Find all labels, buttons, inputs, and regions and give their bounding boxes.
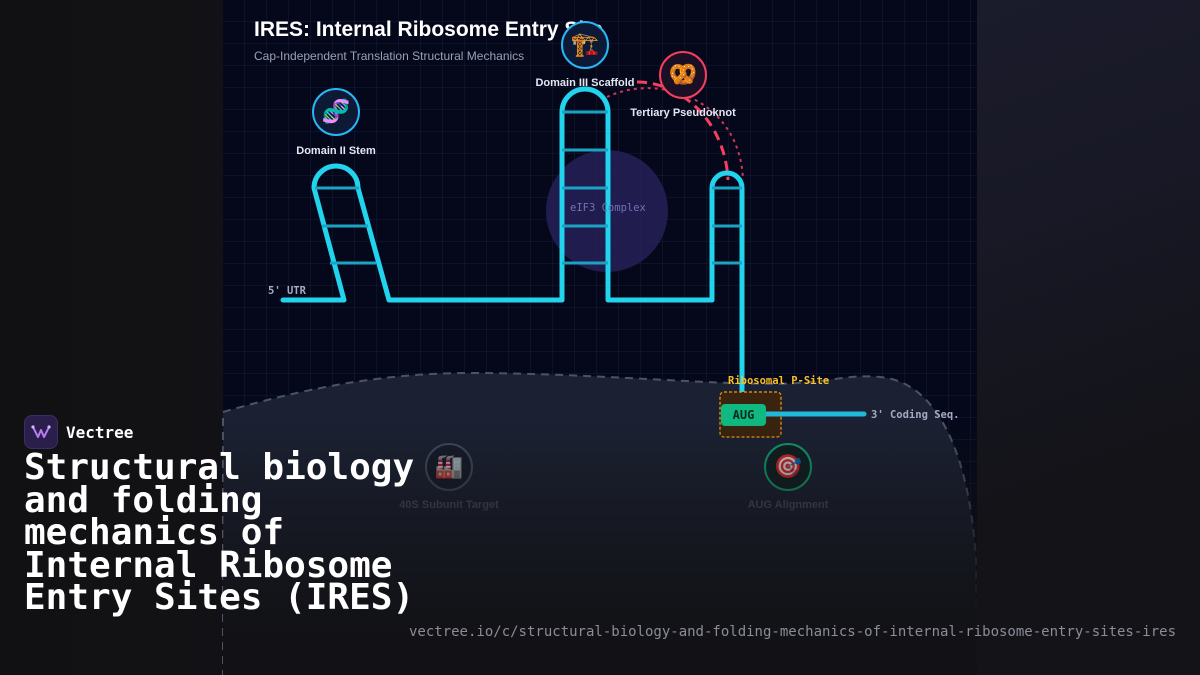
psite-label: Ribosomal P-Site xyxy=(728,375,830,387)
target-icon: 🎯 xyxy=(764,443,812,491)
brand-name: Vectree xyxy=(66,422,134,442)
rna-strand-utr xyxy=(280,163,565,303)
pseudoknot-label: Tertiary Pseudoknot xyxy=(630,107,736,119)
rna-strand-domain-iii xyxy=(559,86,715,303)
diagram-subtitle: Cap-Independent Translation Structural M… xyxy=(254,49,525,63)
headline: Structural biology and folding mechanics… xyxy=(24,447,415,618)
brand: Vectree xyxy=(24,415,133,449)
domain-ii-label: Domain II Stem xyxy=(296,145,376,157)
rna-strand-domain-iv xyxy=(709,170,745,417)
coding-seq-label: 3' Coding Seq. xyxy=(871,409,960,421)
pretzel-icon: 🥨 xyxy=(659,51,707,99)
factory-icon: 🏭 xyxy=(425,443,473,491)
pseudoknot-link-inner xyxy=(636,80,730,181)
domain-iii-label: Domain III Scaffold xyxy=(535,77,635,89)
aug-alignment-label: AUG Alignment xyxy=(747,499,829,511)
eif3-label: eIF3 Complex xyxy=(570,202,646,214)
pseudoknot-link-outer xyxy=(606,87,744,181)
page-url[interactable]: vectree.io/c/structural-biology-and-fold… xyxy=(408,624,1176,640)
diagram-title: IRES: Internal Ribosome Entry Site xyxy=(254,18,603,41)
dna-icon: 🧬 xyxy=(312,88,360,136)
construction-crane-icon: 🏗️ xyxy=(561,21,609,69)
aug-codon: AUG xyxy=(721,404,766,426)
vectree-logo-icon xyxy=(24,415,58,449)
utr5-label: 5' UTR xyxy=(268,285,306,297)
